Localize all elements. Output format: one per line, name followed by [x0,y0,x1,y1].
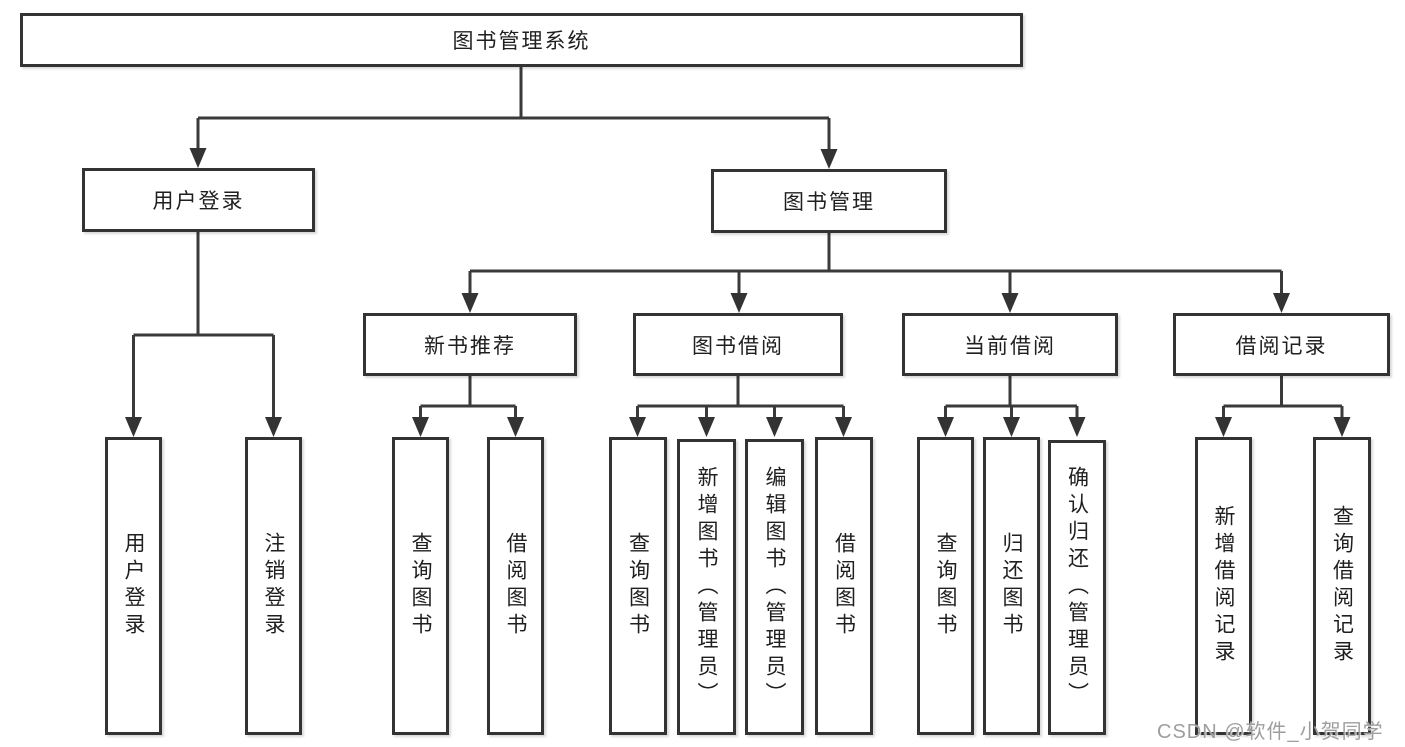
node-label: 查询借阅记录 [1330,505,1354,667]
leaf-query-borrow-record: 查询借阅记录 [1313,437,1371,735]
node-library-management-system: 图书管理系统 [20,13,1023,67]
node-label: 确认归还（管理员） [1065,466,1089,709]
node-label: 借阅图书 [504,532,527,640]
node-label: 用户登录 [152,190,245,213]
node-label: 新增图书（管理员） [695,465,718,709]
leaf-confirm-return-admin: 确认归还（管理员） [1048,440,1106,735]
leaf-query-books-1: 查询图书 [392,437,449,735]
leaf-query-books-3: 查询图书 [917,437,974,735]
node-label: 图书借阅 [692,334,784,358]
node-label: 借阅图书 [832,532,856,640]
node-label: 图书管理系统 [452,30,591,53]
node-book-borrow: 图书借阅 [633,313,843,376]
node-label: 新书推荐 [424,334,516,358]
leaf-user-login: 用户登录 [105,437,162,735]
leaf-query-books-2: 查询图书 [609,437,667,735]
leaf-edit-books-admin: 编辑图书（管理员） [745,439,804,735]
node-new-book-recommend: 新书推荐 [363,313,577,376]
node-book-management: 图书管理 [711,169,947,233]
leaf-borrow-books-2: 借阅图书 [815,437,873,735]
node-label: 编辑图书（管理员） [763,465,786,709]
leaf-borrow-books-1: 借阅图书 [487,437,544,735]
node-user-login: 用户登录 [82,168,315,232]
node-label: 注销登录 [262,532,285,640]
node-label: 用户登录 [122,532,145,640]
leaf-logout: 注销登录 [245,437,302,735]
leaf-add-books-admin: 新增图书（管理员） [677,439,736,735]
node-label: 借阅记录 [1235,334,1328,358]
node-label: 查询图书 [934,532,957,640]
node-label: 新增借阅记录 [1212,505,1235,667]
leaf-add-borrow-record: 新增借阅记录 [1195,437,1252,735]
node-borrow-records: 借阅记录 [1173,313,1390,376]
csdn-watermark: CSDN @软件_小贺同学 [1157,721,1384,743]
node-label: 归还图书 [1000,532,1023,640]
node-label: 查询图书 [409,532,432,640]
node-label: 当前借阅 [964,334,1056,358]
node-current-borrow: 当前借阅 [902,313,1118,376]
node-label: 查询图书 [626,532,650,640]
arrowheads [125,148,1351,437]
node-label: 图书管理 [783,191,875,214]
leaf-return-books: 归还图书 [983,437,1040,735]
